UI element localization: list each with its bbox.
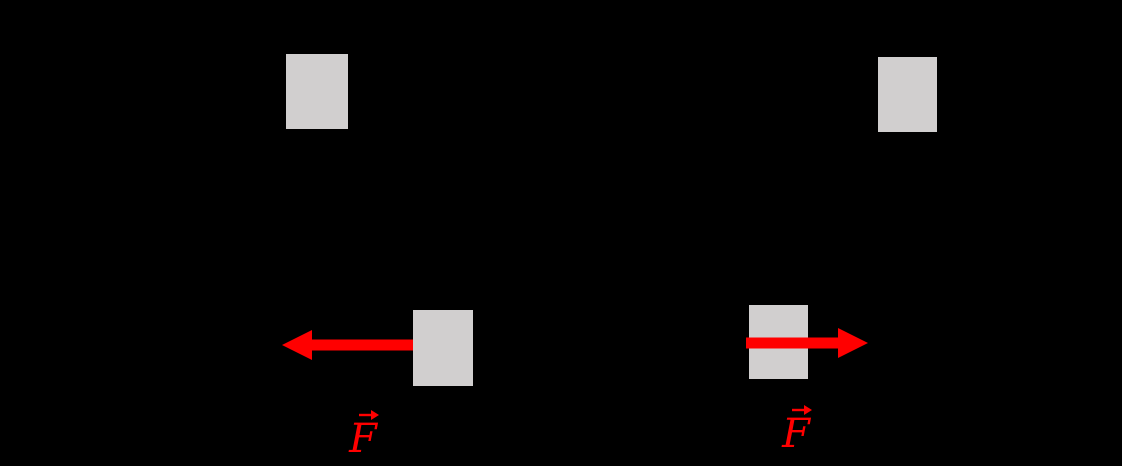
top-left-block	[286, 54, 348, 129]
force-label-right: F	[772, 402, 820, 457]
force-arrow-left-icon	[282, 330, 413, 360]
force-label-left: F	[339, 407, 387, 462]
vector-arrow-icon	[359, 410, 379, 420]
force-arrow-right-icon	[746, 328, 868, 358]
force-symbol: F	[782, 411, 810, 457]
top-right-block	[878, 57, 937, 132]
vector-arrow-icon	[792, 405, 812, 415]
bottom-left-block	[413, 310, 473, 386]
force-symbol: F	[349, 416, 377, 462]
